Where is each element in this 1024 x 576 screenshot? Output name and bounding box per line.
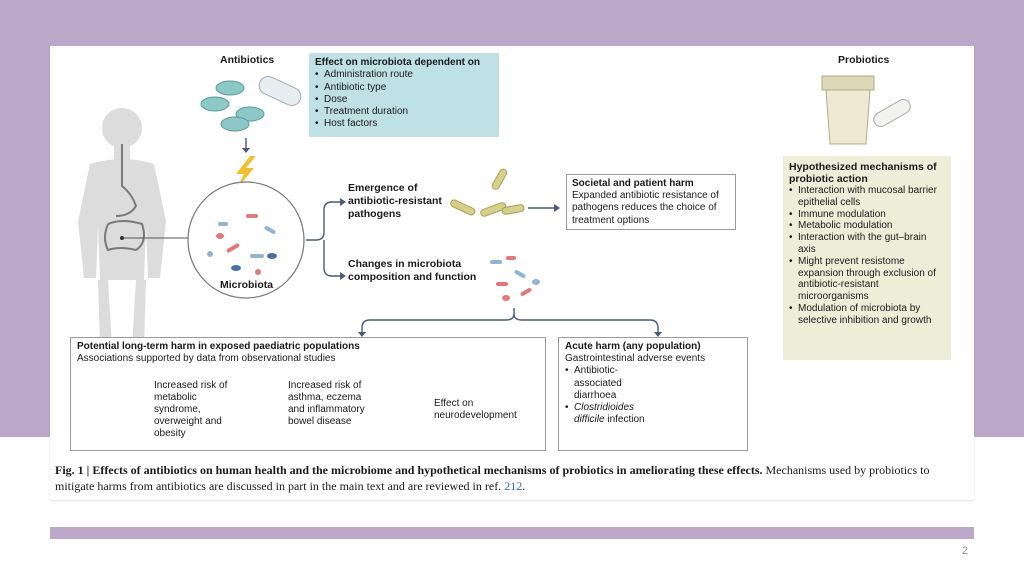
acute-harm-title: Acute harm (any population) bbox=[565, 341, 701, 352]
lightning-icon bbox=[236, 156, 256, 190]
mechanism-item: Modulation of microbiota by selective in… bbox=[789, 303, 945, 327]
long-term-harm-box: Potential long-term harm in exposed paed… bbox=[70, 337, 546, 451]
acute-item-cdiff: Clostridioides difficile infection bbox=[565, 402, 665, 426]
acute-harm-box: Acute harm (any population) Gastrointest… bbox=[558, 337, 748, 451]
microbiota-circle-icon bbox=[187, 181, 305, 299]
societal-harm-title: Societal and patient harm bbox=[572, 178, 694, 189]
emergence-label: Emergence of antibiotic-resistant pathog… bbox=[348, 182, 442, 220]
effect-item: Host factors bbox=[315, 118, 493, 131]
effect-item: Administration route bbox=[315, 69, 493, 82]
metabolic-effect-text: Increased risk of metabolic syndrome, ov… bbox=[154, 380, 228, 439]
branch-arrows bbox=[306, 201, 340, 277]
mechanism-item: Interaction with mucosal barrier epithel… bbox=[789, 185, 945, 209]
gut-icon bbox=[104, 144, 145, 252]
caption-body: Mechanisms used by probiotics to mitigat… bbox=[55, 463, 930, 493]
caption-title: Effects of antibiotics on human health a… bbox=[92, 463, 763, 477]
effect-item: Antibiotic type bbox=[315, 82, 493, 95]
caption-ref-link[interactable]: 212 bbox=[504, 479, 523, 493]
changes-label: Changes in microbiota composition and fu… bbox=[348, 258, 477, 283]
effect-box: Effect on microbiota dependent on Admini… bbox=[309, 53, 499, 137]
caption-end: . bbox=[522, 479, 526, 493]
resistant-pathogens-icon bbox=[450, 168, 525, 217]
long-term-harm-title: Potential long-term harm in exposed paed… bbox=[77, 341, 360, 352]
probiotic-mechanisms-box: Hypothesized mechanisms of probiotic act… bbox=[783, 156, 951, 360]
acute-harm-subtitle: Gastrointestinal adverse events bbox=[565, 353, 706, 365]
antibiotic-pills-icon bbox=[200, 76, 302, 132]
probiotic-mechanisms-title: Hypothesized mechanisms of probiotic act… bbox=[789, 161, 937, 185]
cdiff-rest: infection bbox=[604, 414, 645, 426]
mechanism-item: Metabolic modulation bbox=[789, 220, 945, 232]
antibiotics-label: Antibiotics bbox=[220, 54, 275, 66]
microbiota-label: Microbiota bbox=[220, 279, 274, 291]
altered-microbiota-icon bbox=[490, 256, 540, 301]
cdiff-name: Clostridioides difficile bbox=[574, 402, 635, 426]
long-term-harm-subtitle: Associations supported by data from obse… bbox=[77, 353, 336, 365]
background-band-bottom bbox=[50, 527, 974, 539]
probiotics-container-icon bbox=[821, 75, 911, 145]
caption-fig-label: Fig. 1 | bbox=[55, 463, 93, 477]
societal-harm-box: Societal and patient harm Expanded antib… bbox=[566, 174, 736, 230]
acute-item: Antibiotic-associated diarrhoea bbox=[565, 365, 665, 402]
split-arrows bbox=[361, 308, 659, 332]
effect-box-title: Effect on microbiota dependent on bbox=[315, 57, 481, 68]
mechanism-item: Interaction with the gut–brain axis bbox=[789, 232, 945, 256]
mechanism-item: Immune modulation bbox=[789, 209, 945, 221]
asthma-effect-text: Increased risk of asthma, eczema and inf… bbox=[288, 380, 365, 427]
effect-item: Treatment duration bbox=[315, 106, 493, 119]
figure-caption: Fig. 1 | Effects of antibiotics on human… bbox=[55, 462, 967, 494]
figure-panel: Antibiotics Probiotics Microbiota Emerge… bbox=[50, 46, 974, 500]
probiotics-label: Probiotics bbox=[838, 54, 890, 66]
neuro-effect-text: Effect on neurodevelopment bbox=[434, 398, 517, 421]
page-number: 2 bbox=[961, 545, 968, 557]
effect-item: Dose bbox=[315, 94, 493, 107]
mechanism-item: Might prevent resistome expansion throug… bbox=[789, 256, 945, 303]
societal-harm-body: Expanded antibiotic resistance of pathog… bbox=[572, 190, 719, 226]
